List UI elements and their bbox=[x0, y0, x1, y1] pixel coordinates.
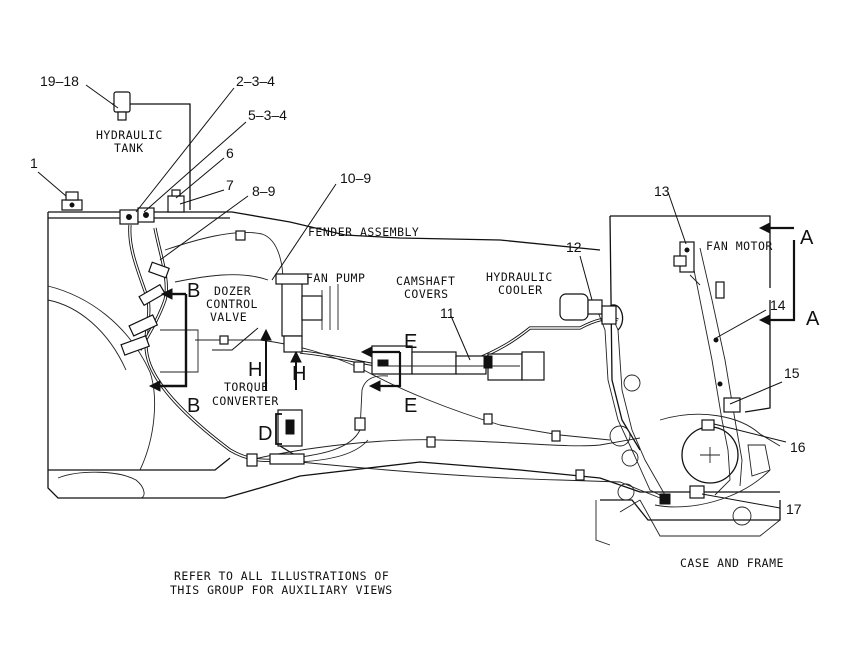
view-letter-b-bottom: B bbox=[187, 395, 200, 417]
label-camshaft-line1: CAMSHAFT bbox=[396, 274, 455, 288]
tank-fittings bbox=[119, 189, 185, 225]
label-fender-assembly: FENDER ASSEMBLY bbox=[308, 225, 419, 239]
machine-frame-outline bbox=[47, 211, 781, 546]
components bbox=[61, 91, 741, 505]
callout-10-9: 10–9 bbox=[340, 170, 371, 186]
callout-13: 13 bbox=[654, 183, 670, 199]
view-letters: A A B B E E H H D bbox=[187, 227, 820, 445]
view-letter-e-top: E bbox=[404, 331, 417, 353]
view-letter-h-left: H bbox=[248, 359, 262, 381]
view-letter-a-top: A bbox=[800, 227, 814, 249]
label-dozer-line3: VALVE bbox=[210, 310, 247, 324]
cooler-fittings bbox=[559, 293, 624, 331]
label-camshaft-line2: COVERS bbox=[404, 287, 449, 301]
callout-17: 17 bbox=[786, 501, 802, 517]
component-labels: HYDRAULIC TANK FENDER ASSEMBLY DOZER CON… bbox=[96, 128, 784, 597]
view-letter-b-top: B bbox=[187, 280, 200, 302]
callout-16: 16 bbox=[790, 439, 806, 455]
callout-2-3-4: 2–3–4 bbox=[236, 73, 275, 89]
view-indicators bbox=[148, 222, 796, 445]
callout-14: 14 bbox=[770, 297, 786, 313]
callout-12: 12 bbox=[566, 239, 582, 255]
part-callouts: 19–18 2–3–4 5–3–4 6 7 8–9 10–9 1 11 12 1… bbox=[30, 73, 806, 517]
note-refer-line2: THIS GROUP FOR AUXILIARY VIEWS bbox=[170, 583, 393, 597]
label-case-and-frame: CASE AND FRAME bbox=[680, 556, 784, 570]
callout-7: 7 bbox=[226, 177, 234, 193]
camshaft-cover-fittings bbox=[371, 345, 545, 381]
lower-fittings bbox=[609, 374, 741, 505]
note-refer-line1: REFER TO ALL ILLUSTRATIONS OF bbox=[174, 569, 389, 583]
fan-motor bbox=[673, 241, 725, 387]
view-letter-d: D bbox=[258, 423, 272, 445]
label-torque-line1: TORQUE bbox=[224, 380, 269, 394]
fan-pump bbox=[275, 273, 339, 353]
callout-1: 1 bbox=[30, 155, 38, 171]
tank-breather bbox=[113, 91, 131, 113]
callout-6: 6 bbox=[226, 145, 234, 161]
label-torque-line2: CONVERTER bbox=[212, 394, 279, 408]
view-letter-h-right: H bbox=[292, 363, 306, 385]
hose-clamps bbox=[120, 230, 585, 481]
label-dozer-line2: CONTROL bbox=[206, 297, 258, 311]
label-hydraulic-tank-line1: HYDRAULIC bbox=[96, 128, 163, 142]
view-letter-e-bottom: E bbox=[404, 395, 417, 417]
callout-19-18: 19–18 bbox=[40, 73, 79, 89]
callout-5-3-4: 5–3–4 bbox=[248, 107, 287, 123]
label-cooler-line2: COOLER bbox=[498, 283, 543, 297]
label-cooler-line1: HYDRAULIC bbox=[486, 270, 553, 284]
torque-converter-valve bbox=[269, 409, 305, 465]
callout-11: 11 bbox=[440, 305, 455, 321]
leader-lines bbox=[37, 84, 787, 509]
view-letter-a-bottom: A bbox=[806, 308, 820, 330]
label-dozer-line1: DOZER bbox=[214, 284, 251, 298]
label-fan-pump: FAN PUMP bbox=[306, 271, 365, 285]
callout-15: 15 bbox=[784, 365, 800, 381]
label-hydraulic-tank-line2: TANK bbox=[114, 141, 144, 155]
label-fan-motor: FAN MOTOR bbox=[706, 239, 773, 253]
callout-8-9: 8–9 bbox=[252, 183, 276, 199]
